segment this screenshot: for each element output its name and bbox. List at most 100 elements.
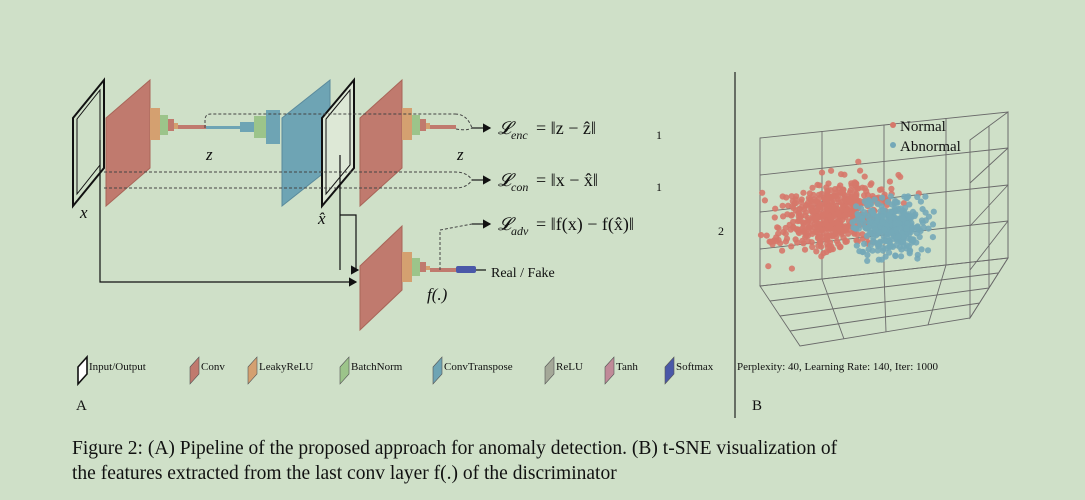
tsne-point	[904, 220, 911, 227]
second-encoder-conv-stack	[359, 78, 456, 208]
tsne-point	[771, 214, 778, 221]
tsne-point	[916, 233, 923, 241]
tsne-point	[788, 243, 795, 250]
loss-adv-equation: 𝓛 adv = ‖f(x) − f(x̂)‖ 2	[498, 214, 724, 238]
tsne-point	[881, 226, 888, 234]
tsne-point	[893, 242, 900, 249]
tsne-point	[816, 220, 823, 227]
tsne-point	[801, 246, 809, 253]
tsne-point	[848, 182, 855, 189]
tsne-point	[900, 200, 908, 207]
tsne-point	[845, 230, 852, 237]
tsne-point	[822, 197, 830, 204]
tsne-point	[879, 194, 886, 201]
tsne-point	[823, 248, 830, 256]
tsne-point	[820, 212, 827, 219]
tsne-point	[779, 202, 786, 209]
svg-text:Softmax: Softmax	[676, 361, 714, 373]
tsne-point	[879, 218, 886, 225]
tsne-point	[834, 221, 841, 228]
legend-item-softmax: Softmax	[664, 356, 714, 385]
tsne-point	[836, 225, 843, 232]
tsne-point	[783, 235, 791, 242]
tsne-point	[874, 200, 881, 208]
normal-legend-label: Normal	[900, 119, 946, 135]
tsne-point	[782, 230, 789, 237]
tsne-point	[844, 223, 851, 230]
svg-text:BatchNorm: BatchNorm	[351, 361, 403, 373]
tsne-point	[808, 239, 815, 246]
tsne-point	[850, 224, 857, 231]
tsne-point	[815, 242, 822, 249]
tsne-point	[906, 201, 913, 208]
tsne-point	[864, 201, 871, 208]
tsne-point	[779, 247, 786, 254]
tsne-point	[896, 220, 903, 227]
svg-text:2: 2	[718, 224, 724, 238]
tsne-point	[790, 218, 797, 225]
svg-text:= ‖f(x) − f(x̂)‖: = ‖f(x) − f(x̂)‖	[536, 214, 634, 235]
tsne-point	[793, 193, 800, 200]
tsne-point	[861, 185, 869, 192]
tsne-point	[887, 208, 894, 215]
tsne-point	[804, 219, 811, 226]
tsne-point	[833, 238, 841, 245]
latent-recon-var-label: z	[456, 145, 464, 164]
caption-line-1: Figure 2: (A) Pipeline of the proposed a…	[72, 438, 838, 459]
tsne-point	[845, 196, 853, 203]
legend-item-conv: Conv	[189, 356, 225, 385]
tsne-point	[816, 182, 823, 189]
tsne-point	[854, 210, 861, 218]
tsne-point	[918, 217, 926, 224]
svg-text:adv: adv	[511, 224, 529, 238]
tsne-point	[853, 242, 860, 249]
tsne-point	[816, 233, 824, 240]
svg-text:1: 1	[656, 128, 662, 142]
tsne-point	[876, 241, 883, 248]
tsne-point	[888, 229, 895, 236]
tsne-point	[757, 232, 765, 239]
real-fake-label: Real / Fake	[491, 266, 555, 281]
tsne-point	[840, 234, 847, 241]
tsne-point	[777, 240, 784, 247]
tsne-point	[925, 213, 933, 220]
tsne-point	[806, 190, 813, 197]
decoder-convtranspose-stack	[206, 78, 331, 208]
tsne-point	[818, 169, 826, 176]
tsne-point	[827, 239, 834, 246]
loss-arrows	[472, 123, 492, 229]
tsne-point	[824, 187, 831, 195]
tsne-point	[854, 231, 861, 238]
tsne-point	[849, 219, 856, 226]
tsne-point	[790, 224, 797, 231]
tsne-point	[857, 167, 864, 174]
tsne-point	[861, 240, 868, 247]
tsne-point	[903, 225, 910, 232]
panel-a-label: A	[76, 398, 87, 414]
tsne-point	[842, 211, 849, 218]
tsne-point	[846, 203, 854, 210]
tsne-point	[800, 189, 807, 196]
legend-item-batchnorm: BatchNorm	[339, 356, 403, 385]
panel-b: Normal Abnormal Perplexity: 40, Learning…	[737, 111, 1009, 414]
tsne-point	[909, 208, 917, 215]
tsne-point	[797, 214, 804, 221]
tsne-point	[874, 213, 881, 220]
tsne-point	[847, 187, 854, 194]
tsne-scatter-points	[757, 158, 937, 272]
svg-text:Tanh: Tanh	[616, 361, 638, 373]
tsne-point	[929, 221, 937, 228]
tsne-point	[818, 190, 825, 197]
tsne-point	[809, 184, 816, 191]
tsne-point	[918, 246, 925, 253]
encoder-conv-stack	[105, 78, 206, 208]
tsne-point	[788, 265, 796, 272]
tsne-point	[874, 247, 881, 254]
legend-item-tanh: Tanh	[604, 356, 638, 385]
tsne-point	[888, 185, 895, 192]
legend-item-input-output: Input/Output	[77, 354, 146, 387]
svg-text:= ‖x − x̂‖: = ‖x − x̂‖	[536, 170, 598, 190]
tsne-point	[929, 234, 937, 241]
tsne-point	[888, 201, 896, 208]
tsne-point	[872, 226, 879, 233]
